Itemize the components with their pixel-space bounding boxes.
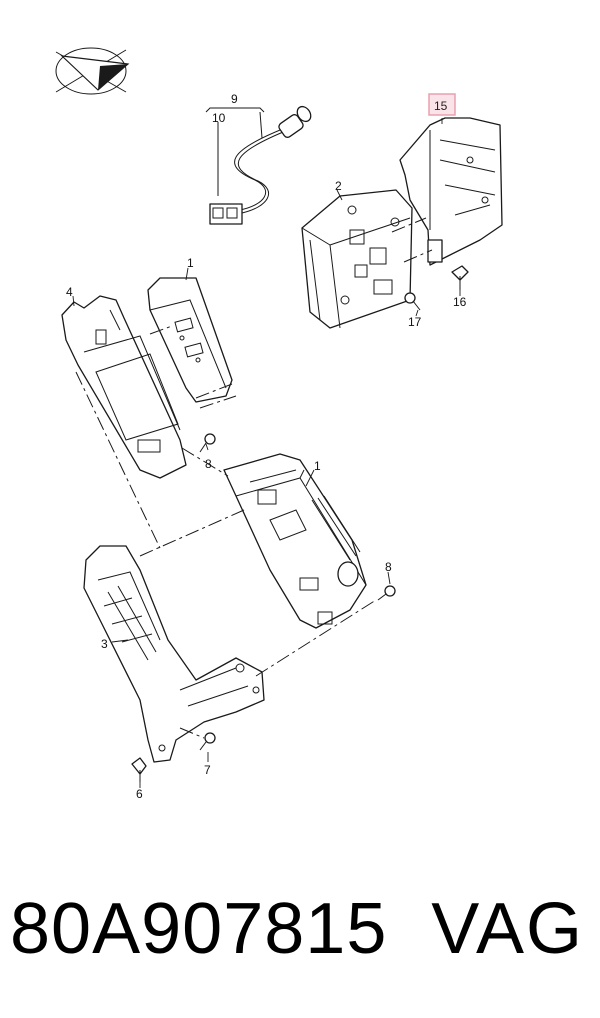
callout-labels: 9 10 2 1 4 16 17 8 1 8 3 7 6 15: [66, 92, 467, 801]
leader-lines: [72, 118, 461, 788]
module-1-upper: [147, 277, 233, 403]
control-unit-2: [301, 189, 413, 329]
callout-6: 6: [136, 787, 143, 801]
callout-10: 10: [212, 111, 226, 125]
screw-17: [404, 292, 421, 311]
antenna-cable: [205, 105, 312, 225]
screw-8-left: [199, 433, 216, 453]
callout-16: 16: [453, 295, 467, 309]
screw-6: [131, 757, 147, 782]
callout-15: 15: [434, 99, 448, 113]
holder-4: [61, 295, 187, 479]
callout-15-highlight: [428, 93, 456, 116]
exploded-parts-diagram: 9 10 2 1 4 16 17 8 1 8 3 7 6 15: [55, 47, 503, 801]
screw-16: [451, 265, 469, 290]
mounting-bracket-3: [83, 545, 265, 763]
callout-4: 4: [66, 285, 73, 299]
callout-2: 2: [335, 179, 342, 193]
callout-9: 9: [231, 92, 238, 106]
callout-17: 17: [408, 315, 422, 329]
screw-7: [199, 732, 216, 751]
callout-8-right: 8: [385, 560, 392, 574]
callout-1-lower: 1: [314, 459, 321, 473]
assembly-lines: [75, 217, 433, 739]
callout-7: 7: [204, 763, 211, 777]
screw-8-right: [377, 585, 396, 601]
direction-arrow-icon: [55, 47, 130, 95]
module-1-lower: [223, 453, 367, 629]
bracket-cover-15: [399, 117, 503, 266]
callout-8-left: 8: [205, 457, 212, 471]
part-number: 80A907815: [10, 889, 388, 969]
callout-3: 3: [101, 637, 108, 651]
callout-1-upper: 1: [187, 256, 194, 270]
brand-name: VAG: [431, 889, 584, 969]
